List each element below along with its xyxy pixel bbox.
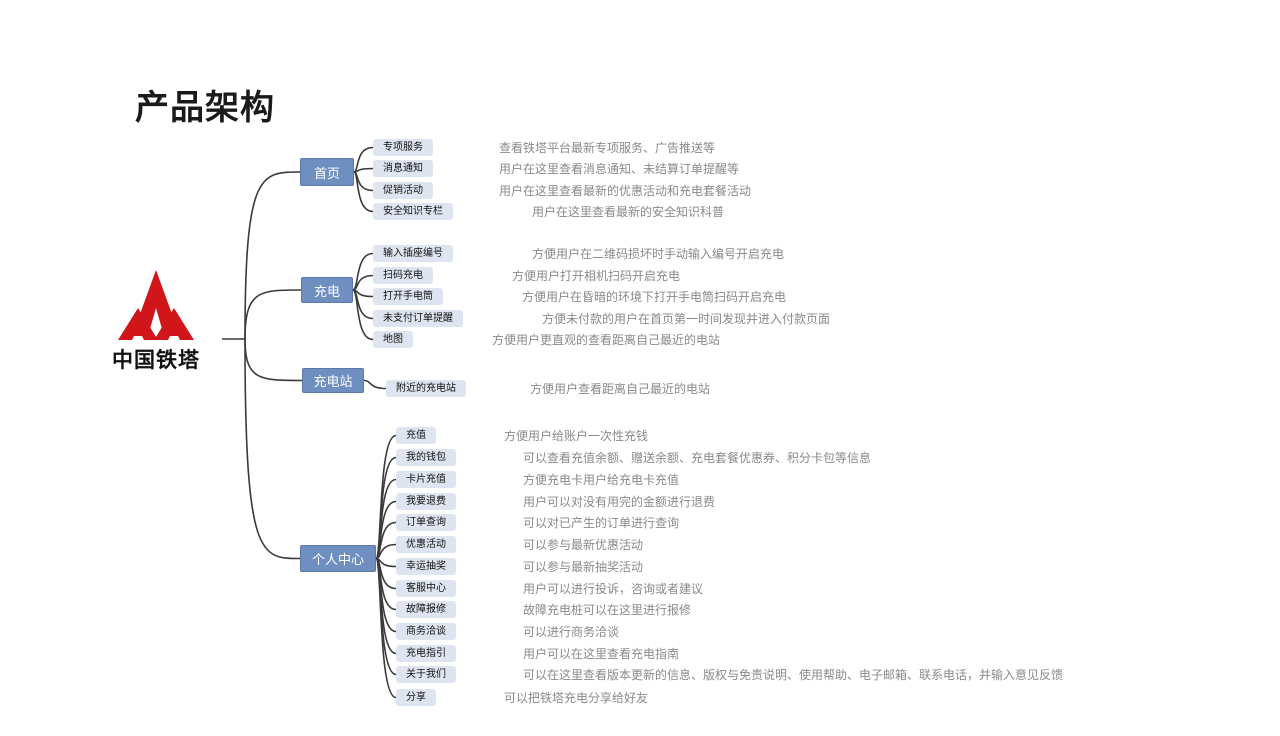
branch-connector: [244, 171, 301, 340]
leaf-description: 用户可以进行投诉，咨询或者建议: [523, 582, 704, 596]
leaf-description: 可以把铁塔充电分享给好友: [504, 691, 649, 705]
leaf-node: 促销活动: [373, 182, 433, 199]
leaf-description: 可以在这里查看版本更新的信息、版权与免责说明、使用帮助、电子邮箱、联系电话，并输…: [523, 668, 1064, 682]
logo-name: 中国铁塔: [112, 348, 200, 372]
branch-node: 个人中心: [300, 545, 376, 572]
branch-node: 充电站: [302, 368, 364, 393]
leaf-description: 故障充电桩可以在这里进行报修: [523, 603, 692, 617]
leaf-node: 地图: [373, 331, 413, 348]
leaf-node: 安全知识专栏: [373, 203, 453, 220]
leaf-description: 用户在这里查看最新的优惠活动和充电套餐活动: [499, 184, 752, 198]
leaf-description: 方便用户查看距离自己最近的电站: [530, 382, 711, 396]
leaf-connector: [352, 289, 374, 341]
leaf-connector: [352, 252, 374, 291]
leaf-description: 用户可以在这里查看充电指南: [523, 647, 680, 661]
leaf-node: 幸运抽奖: [396, 558, 456, 575]
leaf-node: 打开手电筒: [373, 288, 443, 305]
leaf-description: 方便用户在二维码损坏时手动输入编号开启充电: [532, 247, 785, 261]
leaf-node: 客服中心: [396, 580, 456, 597]
leaf-node: 我要退费: [396, 493, 456, 510]
leaf-description: 用户在这里查看最新的安全知识科普: [532, 205, 725, 219]
leaf-description: 方便用户更直观的查看距离自己最近的电站: [492, 333, 721, 347]
leaf-connector: [353, 171, 374, 213]
branch-node: 充电: [301, 277, 353, 303]
page-title: 产品架构: [135, 88, 275, 128]
leaf-description: 方便用户给账户一次性充钱: [504, 429, 649, 443]
leaf-node: 故障报修: [396, 601, 456, 618]
leaf-node: 商务洽谈: [396, 623, 456, 640]
leaf-node: 关于我们: [396, 666, 456, 683]
leaf-node: 附近的充电站: [386, 380, 466, 397]
leaf-node: 分享: [396, 689, 436, 706]
leaf-description: 方便用户打开相机扫码开启充电: [512, 269, 681, 283]
leaf-description: 可以查看充值余额、赠送余额、充电套餐优惠券、积分卡包等信息: [523, 451, 872, 465]
leaf-description: 用户可以对没有用完的金额进行退费: [523, 495, 716, 509]
leaf-description: 方便未付款的用户在首页第一时间发现并进入付款页面: [542, 312, 831, 326]
leaf-node: 专项服务: [373, 139, 433, 156]
leaf-node: 充电指引: [396, 645, 456, 662]
leaf-node: 扫码充电: [373, 267, 433, 284]
leaf-description: 查看铁塔平台最新专项服务、广告推送等: [499, 141, 716, 155]
leaf-description: 用户在这里查看消息通知、未结算订单提醒等: [499, 162, 740, 176]
branch-node: 首页: [300, 158, 354, 186]
leaf-node: 订单查询: [396, 514, 456, 531]
leaf-node: 消息通知: [373, 160, 433, 177]
leaf-node: 优惠活动: [396, 536, 456, 553]
china-tower-logo-icon: [118, 270, 194, 340]
leaf-description: 可以参与最新抽奖活动: [523, 560, 644, 574]
leaf-node: 未支付订单提醒: [373, 310, 463, 327]
leaf-description: 可以对已产生的订单进行查询: [523, 516, 680, 530]
leaf-description: 方便充电卡用户给充电卡充值: [523, 473, 680, 487]
leaf-description: 可以进行商务洽谈: [523, 625, 620, 639]
leaf-connector: [375, 557, 397, 699]
branch-connector: [244, 289, 302, 340]
leaf-node: 输入插座编号: [373, 245, 453, 262]
branch-connector: [244, 338, 303, 382]
leaf-node: 卡片充值: [396, 471, 456, 488]
leaf-description: 方便用户在昏暗的环境下打开手电筒扫码开启充电: [522, 290, 787, 304]
leaf-node: 我的钱包: [396, 449, 456, 466]
branch-connector: [244, 338, 301, 560]
leaf-description: 可以参与最新优惠活动: [523, 538, 644, 552]
leaf-node: 充值: [396, 427, 436, 444]
leaf-connector: [363, 379, 387, 390]
